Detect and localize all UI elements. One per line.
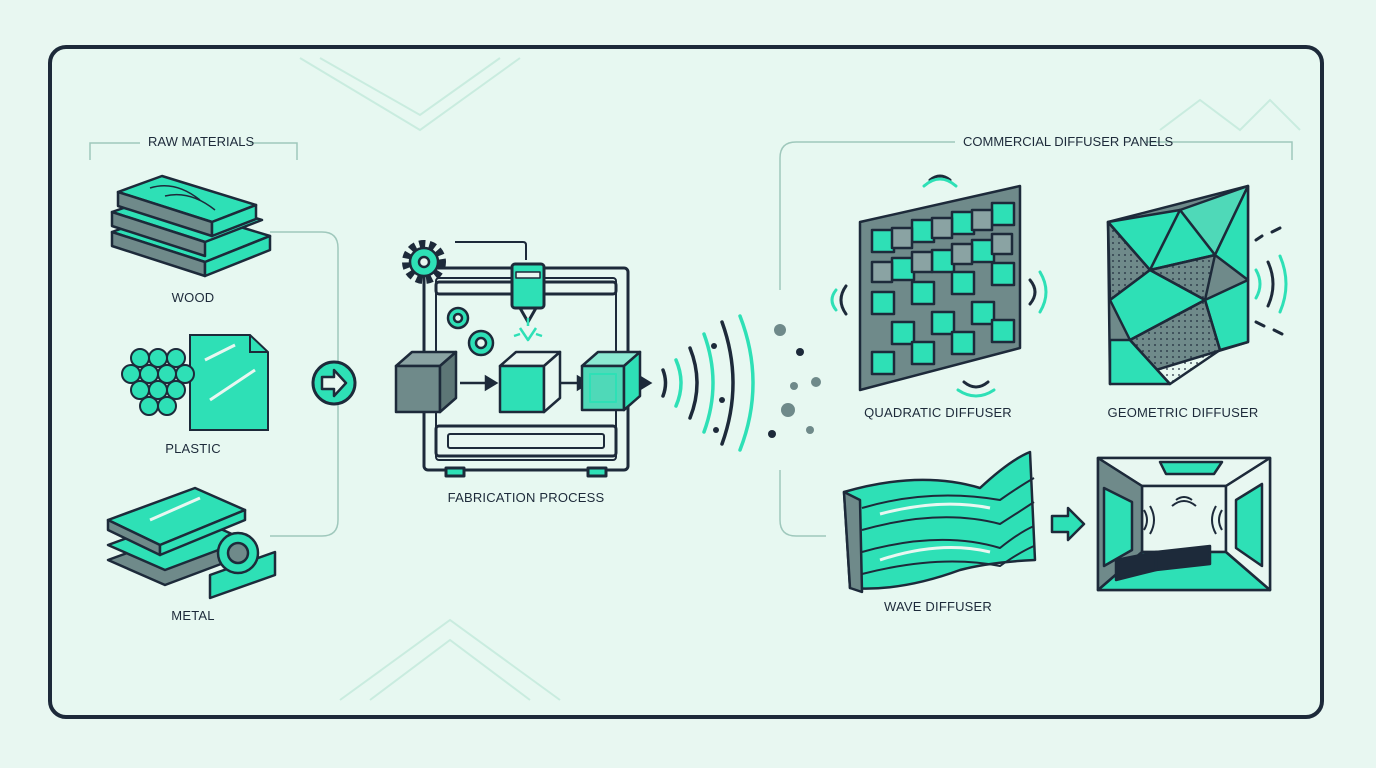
quadratic-wave-icon <box>830 174 1048 398</box>
geometric-diffuser-label: GEOMETRIC DIFFUSER <box>1107 405 1259 420</box>
finished-cube-icon <box>580 350 642 412</box>
wave-diffuser-icon <box>842 450 1037 594</box>
quadratic-diffuser-label: QUADRATIC DIFFUSER <box>864 405 1012 420</box>
commercial-panels-header: COMMERCIAL DIFFUSER PANELS <box>963 134 1174 149</box>
wood-label: WOOD <box>171 290 215 305</box>
fabrication-machine-icon <box>422 241 630 478</box>
geometric-diffuser-icon <box>1106 184 1250 386</box>
plastic-label: PLASTIC <box>165 441 221 456</box>
geometric-wave-icon <box>1254 226 1288 336</box>
gear-icon <box>402 240 495 357</box>
background-decoration <box>299 57 1301 701</box>
panels-bracket <box>779 141 1293 537</box>
fabrication-process-label: FABRICATION PROCESS <box>447 490 605 505</box>
quadratic-diffuser-icon <box>858 184 1022 392</box>
raw-cube-icon <box>394 350 458 414</box>
plastic-icon <box>121 334 269 431</box>
processing-cube-icon <box>498 350 562 414</box>
raw-materials-header: RAW MATERIALS <box>148 134 255 149</box>
metal-icon <box>106 486 277 600</box>
arrow-to-fabrication-icon <box>311 360 357 406</box>
wave-diffuser-label: WAVE DIFFUSER <box>883 599 993 614</box>
wood-icon <box>110 174 272 278</box>
sound-waves-icon <box>661 314 755 452</box>
room-icon <box>1096 456 1272 592</box>
metal-label: METAL <box>171 608 215 623</box>
scatter-particles <box>711 324 821 438</box>
arrow-to-room-icon <box>1050 506 1086 542</box>
